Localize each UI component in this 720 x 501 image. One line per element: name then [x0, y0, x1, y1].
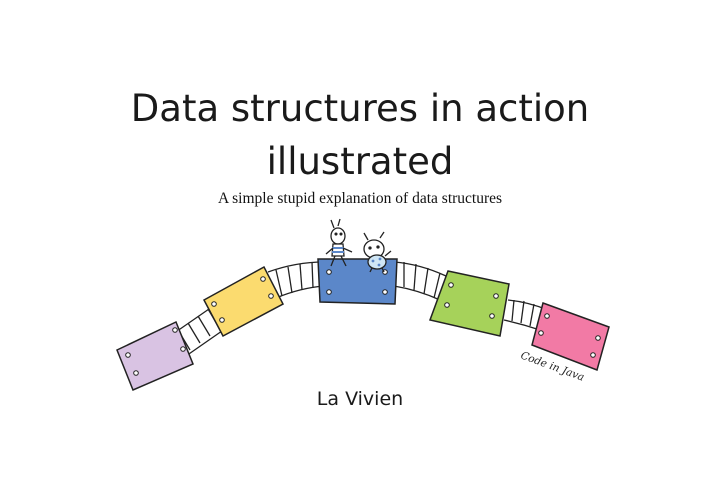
author-name: La Vivien: [316, 388, 404, 410]
node-green: [429, 270, 510, 337]
node-yellow: [202, 265, 285, 338]
title-line-2: illustrated: [266, 140, 454, 183]
character-blob-figure-icon: [363, 231, 392, 273]
node-purple: [116, 320, 194, 391]
subtitle: A simple stupid explanation of data stru…: [217, 190, 503, 207]
character-stick-figure-icon: [325, 218, 353, 267]
node-pink: [531, 302, 610, 371]
link-ladder-3: [393, 261, 447, 301]
title-line-1: Data structures in action: [130, 87, 590, 130]
